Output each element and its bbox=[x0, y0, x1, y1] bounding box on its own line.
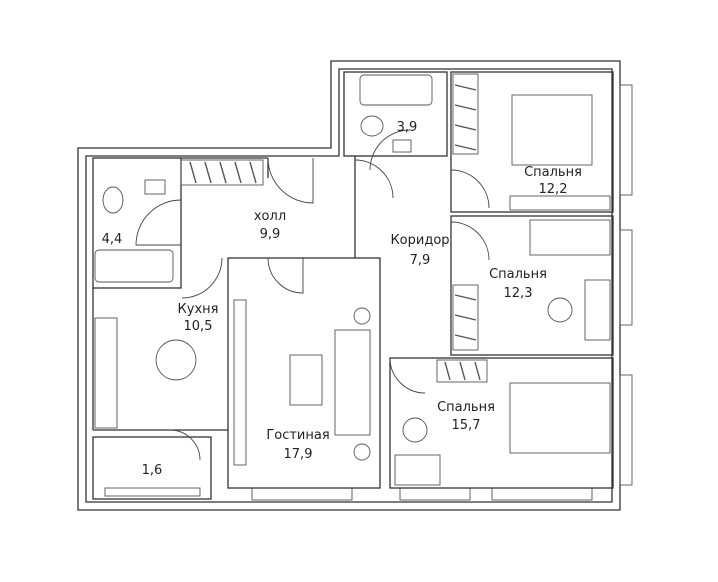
room-area-corridor: 7,9 bbox=[410, 253, 431, 268]
room-area-bedroom3: 15,7 bbox=[452, 418, 481, 433]
room-area-kitchen: 10,5 bbox=[184, 319, 213, 334]
room-name-bedroom2: Спальня bbox=[489, 267, 547, 282]
room-area-bedroom1: 12,2 bbox=[539, 182, 568, 197]
room-name-bedroom3: Спальня bbox=[437, 400, 495, 415]
bathtub-icon bbox=[359, 74, 433, 106]
table-icon bbox=[289, 354, 323, 406]
wardrobes bbox=[180, 73, 488, 383]
room-area-hall: 9,9 bbox=[260, 227, 281, 242]
room-name-corridor: Коридор bbox=[390, 233, 449, 248]
toilet-icon bbox=[360, 115, 384, 137]
armchair-icon bbox=[402, 417, 428, 443]
room-name-living: Гостиная bbox=[266, 428, 329, 443]
outer-walls bbox=[77, 60, 621, 511]
sink-icon bbox=[392, 139, 412, 153]
room-area-living: 17,9 bbox=[284, 447, 313, 462]
lamp-icon bbox=[353, 443, 371, 461]
interior-walls bbox=[92, 71, 614, 500]
sofa-icon bbox=[334, 329, 371, 436]
table-icon bbox=[394, 454, 441, 486]
dining-table-icon bbox=[155, 339, 197, 381]
bathtub-icon bbox=[94, 249, 174, 283]
bed-icon bbox=[529, 219, 611, 256]
kitchen-counter-icon bbox=[94, 317, 118, 429]
room-area-balcony: 1,6 bbox=[142, 463, 163, 478]
room-labels: 4,4 холл 9,9 3,9 Спальня 12,2 Коридор 7,… bbox=[102, 120, 582, 478]
bed-icon bbox=[509, 382, 611, 454]
sink-icon bbox=[144, 179, 166, 195]
bed-icon bbox=[511, 94, 593, 166]
room-name-hall: холл bbox=[254, 209, 286, 224]
room-area-wc: 3,9 bbox=[397, 120, 418, 135]
doors bbox=[135, 129, 490, 461]
dresser-icon bbox=[509, 195, 611, 211]
room-name-kitchen: Кухня bbox=[178, 302, 219, 317]
fixtures bbox=[94, 74, 611, 486]
windows bbox=[104, 84, 633, 501]
tv-unit-icon bbox=[233, 299, 247, 466]
toilet-icon bbox=[102, 186, 124, 214]
room-name-bedroom1: Спальня bbox=[524, 165, 582, 180]
chair-icon bbox=[547, 297, 573, 323]
lamp-icon bbox=[353, 307, 371, 325]
desk-icon bbox=[584, 279, 611, 341]
room-area-bathroom: 4,4 bbox=[102, 232, 123, 247]
room-area-bedroom2: 12,3 bbox=[504, 286, 533, 301]
